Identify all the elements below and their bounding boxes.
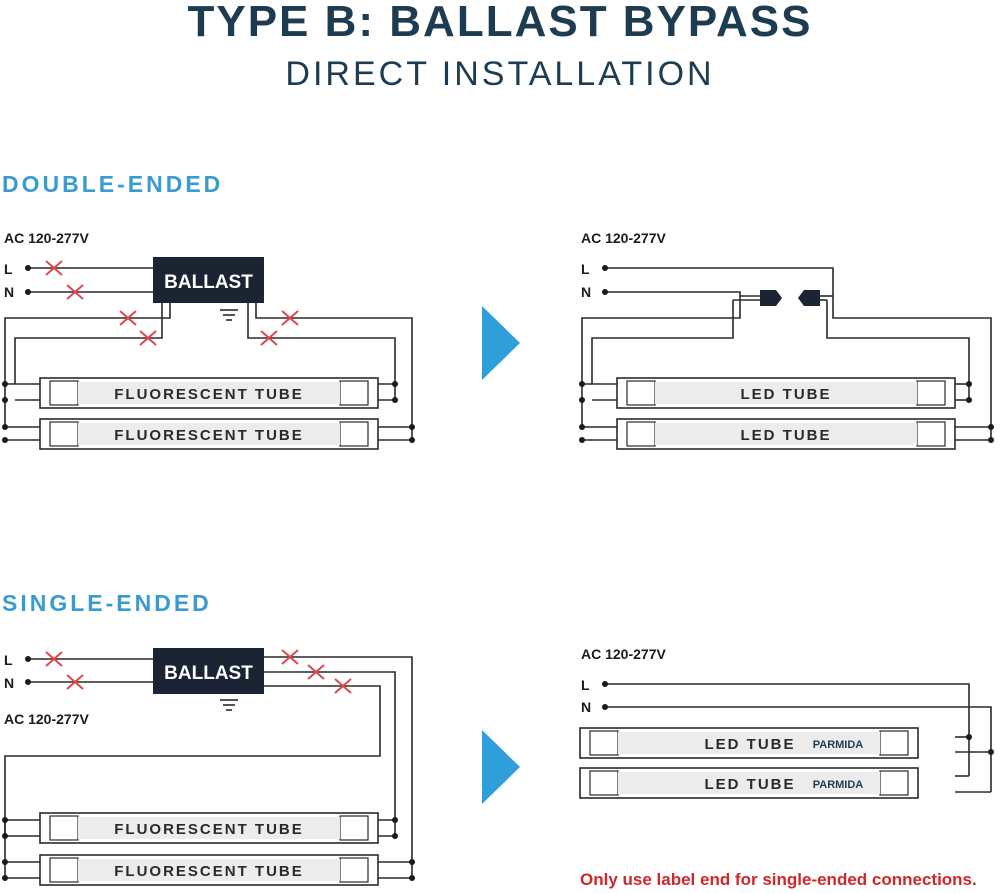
tube-label: FLUORESCENT TUBE [114, 386, 304, 403]
single-ended-after: AC 120-277V L N LED TUBE PARMIDA [579, 646, 994, 799]
led-tube-single-ended: LED TUBE PARMIDA [579, 767, 919, 799]
tube-label: LED TUBE [705, 776, 796, 793]
section-title-double-ended: DOUBLE-ENDED [2, 171, 224, 197]
tube-label: FLUORESCENT TUBE [114, 821, 304, 838]
voltage-label: AC 120-277V [4, 230, 89, 246]
single-ended-before: L N AC 120-277V [2, 648, 415, 886]
connector-icon [760, 290, 782, 306]
double-ended-before: AC 120-277V L N BALLA [2, 230, 415, 450]
neutral-label: N [581, 284, 591, 300]
fluorescent-tube: FLUORESCENT TUBE [39, 418, 379, 450]
ground-icon [220, 309, 238, 321]
led-tube: LED TUBE [616, 418, 956, 450]
line-label: L [4, 652, 13, 668]
voltage-label: AC 120-277V [581, 230, 666, 246]
led-tube: LED TUBE [616, 377, 956, 409]
tube-label: LED TUBE [741, 427, 832, 444]
voltage-label: AC 120-277V [581, 646, 666, 662]
neutral-label: N [4, 675, 14, 691]
ballast-box [153, 257, 264, 303]
neutral-label: N [581, 699, 591, 715]
ballast-box [153, 648, 264, 694]
tube-label: FLUORESCENT TUBE [114, 863, 304, 880]
double-ended-after: AC 120-277V L N [579, 230, 994, 450]
brand-logo: PARMIDA [813, 779, 864, 791]
neutral-label: N [4, 284, 14, 300]
ballast-label: BALLAST [164, 272, 253, 293]
section-title-single-ended: SINGLE-ENDED [2, 590, 212, 616]
tube-label: LED TUBE [741, 386, 832, 403]
fluorescent-tube: FLUORESCENT TUBE [39, 854, 379, 886]
fluorescent-tube: FLUORESCENT TUBE [39, 377, 379, 409]
brand-logo: PARMIDA [813, 739, 864, 751]
arrow-right-icon [482, 730, 520, 804]
tube-label: LED TUBE [705, 736, 796, 753]
warning-note: Only use label end for single-ended conn… [580, 870, 977, 889]
tube-label: FLUORESCENT TUBE [114, 427, 304, 444]
led-tube-single-ended: LED TUBE PARMIDA [579, 727, 919, 759]
fluorescent-tube: FLUORESCENT TUBE [39, 812, 379, 844]
line-label: L [4, 261, 13, 277]
connector-icon [798, 290, 820, 306]
ballast-label: BALLAST [164, 663, 253, 684]
arrow-right-icon [482, 306, 520, 380]
line-label: L [581, 261, 590, 277]
page-subtitle: DIRECT INSTALLATION [285, 55, 715, 93]
ground-icon [220, 699, 238, 711]
page-title: TYPE B: BALLAST BYPASS [187, 0, 813, 46]
line-label: L [581, 677, 590, 693]
voltage-label: AC 120-277V [4, 711, 89, 727]
